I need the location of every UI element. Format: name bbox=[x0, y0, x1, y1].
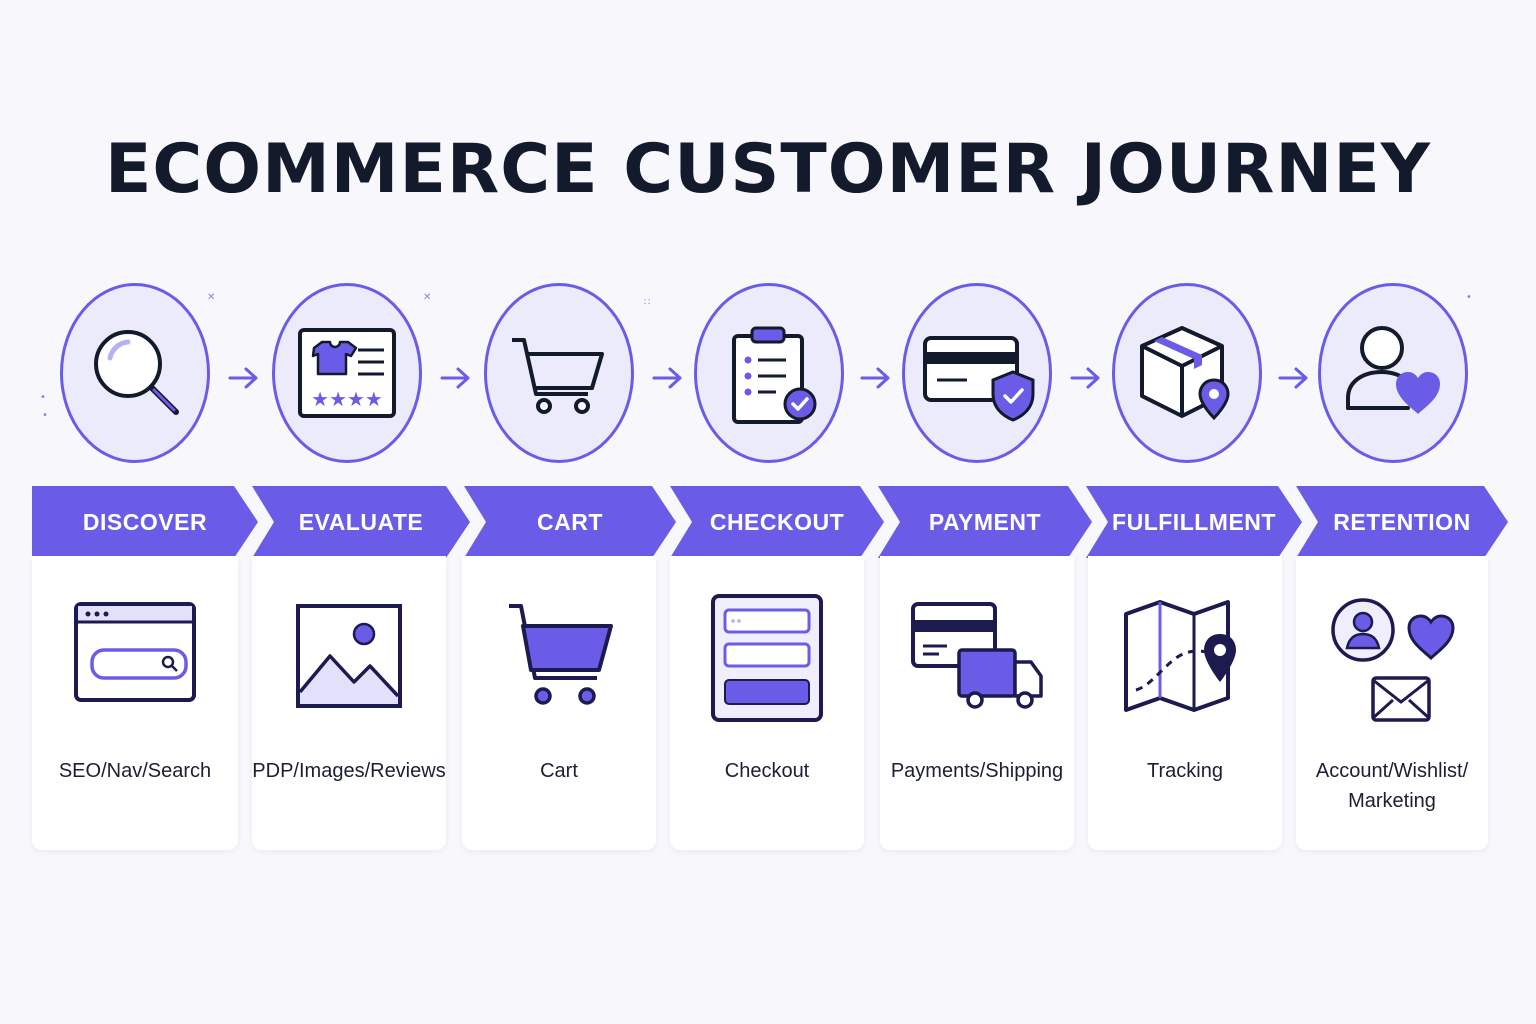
arrow-right-icon bbox=[228, 367, 258, 389]
sparkle-icon: • bbox=[42, 410, 48, 421]
arrow-right-icon bbox=[860, 367, 890, 389]
page-title: ECOMMERCE CUSTOMER JOURNEY bbox=[104, 130, 1432, 209]
sparkle-icon: ✕ bbox=[207, 292, 216, 303]
stage-detail: Account/Wishlist/ Marketing bbox=[1315, 760, 1469, 812]
sparkle-icon: • bbox=[1466, 292, 1472, 303]
stage-label: EVALUATE bbox=[298, 508, 424, 535]
stage-chevron-checkout: CHECKOUT bbox=[670, 486, 884, 558]
stage-detail: Cart bbox=[540, 760, 578, 782]
cart-icon bbox=[512, 338, 604, 414]
stage-detail: Payments/Shipping bbox=[890, 760, 1064, 782]
arrow-right-icon bbox=[652, 367, 682, 389]
stage-circle-retention bbox=[1318, 283, 1468, 463]
stage-detail: Checkout bbox=[724, 760, 810, 782]
stage-chevron-fulfillment: FULFILLMENT bbox=[1086, 486, 1302, 558]
stage-card-checkout: Checkout bbox=[670, 556, 864, 850]
map-pin-icon bbox=[1124, 600, 1236, 712]
stage-card-cart: Cart bbox=[462, 556, 656, 850]
stage-card-retention: Account/Wishlist/ Marketing bbox=[1296, 556, 1488, 850]
card-truck-icon bbox=[911, 602, 1043, 709]
stage-detail: PDP/Images/Reviews bbox=[252, 760, 446, 782]
stage-label: FULFILLMENT bbox=[1112, 508, 1276, 535]
magnifier-icon bbox=[94, 330, 179, 415]
stage-detail: Tracking bbox=[1147, 760, 1223, 782]
stage-card-discover: SEO/Nav/Search bbox=[32, 556, 238, 850]
stage-label: CHECKOUT bbox=[709, 508, 845, 535]
stage-card-evaluate: PDP/Images/Reviews bbox=[252, 556, 446, 850]
image-icon bbox=[296, 604, 402, 708]
stage-circle-cart bbox=[484, 283, 634, 463]
card-shield-icon bbox=[923, 336, 1035, 422]
stage-circle-payment bbox=[902, 283, 1052, 463]
arrow-right-icon bbox=[1070, 367, 1100, 389]
product-card-icon: ★★★★ bbox=[298, 328, 396, 418]
svg-text:★★★★: ★★★★ bbox=[311, 387, 383, 411]
sparkle-icon: ∷ bbox=[644, 297, 651, 308]
stage-circle-evaluate: ★★★★ bbox=[272, 283, 422, 463]
stage-circle-checkout bbox=[694, 283, 844, 463]
stage-chevron-cart: CART bbox=[464, 486, 676, 558]
browser-search-icon bbox=[74, 602, 196, 702]
stage-chevron-retention: RETENTION bbox=[1296, 486, 1508, 558]
stage-label: CART bbox=[537, 508, 603, 535]
arrow-right-icon bbox=[1278, 367, 1308, 389]
stage-label: RETENTION bbox=[1333, 508, 1471, 535]
stage-detail: SEO/Nav/Search bbox=[58, 760, 212, 782]
stage-circle-discover bbox=[60, 283, 210, 463]
form-icon bbox=[711, 594, 823, 722]
sparkle-icon: ✕ bbox=[423, 292, 432, 303]
box-pin-icon bbox=[1140, 326, 1230, 421]
cart-filled-icon bbox=[509, 604, 613, 705]
stage-label: DISCOVER bbox=[82, 508, 208, 535]
stage-card-payment: Payments/Shipping bbox=[880, 556, 1074, 850]
stage-chevron-evaluate: EVALUATE bbox=[252, 486, 470, 558]
stage-chevron-payment: PAYMENT bbox=[878, 486, 1092, 558]
stage-label: PAYMENT bbox=[928, 508, 1042, 535]
account-heart-mail-icon bbox=[1331, 598, 1455, 722]
arrow-right-icon bbox=[440, 367, 470, 389]
stage-card-fulfillment: Tracking bbox=[1088, 556, 1282, 850]
user-heart-icon bbox=[1346, 326, 1440, 414]
sparkle-icon: • bbox=[40, 392, 46, 403]
stage-chevron-discover: DISCOVER bbox=[32, 486, 258, 558]
stage-circle-fulfillment bbox=[1112, 283, 1262, 463]
clipboard-check-icon bbox=[732, 326, 817, 424]
